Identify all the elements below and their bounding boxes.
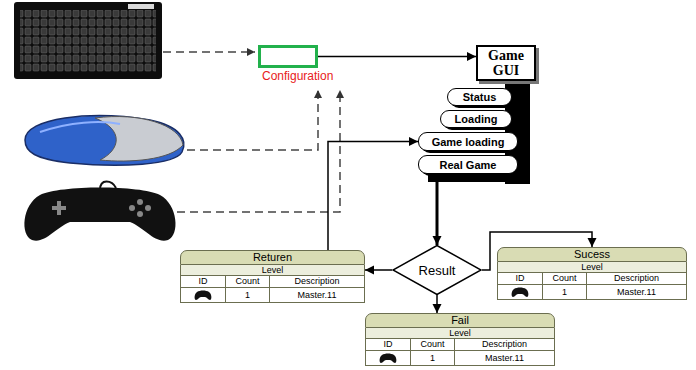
level-table: ReturenLevelIDCountDescription1Master.11 bbox=[180, 250, 365, 303]
table-title: Returen bbox=[180, 250, 365, 265]
table-subtitle: Level bbox=[497, 262, 687, 273]
stage-box: Game loading bbox=[418, 132, 518, 151]
config-label: Configuration bbox=[262, 69, 333, 83]
table-data-row: 1Master.11 bbox=[497, 285, 687, 300]
keyboard-picture bbox=[14, 2, 162, 79]
table-title: Sucess bbox=[497, 247, 687, 262]
box-label: Game loading bbox=[432, 136, 505, 148]
gamepad-picture bbox=[24, 182, 175, 241]
column-header: Description bbox=[586, 273, 686, 284]
table-data-row: 1Master.11 bbox=[365, 351, 555, 366]
flow-connector bbox=[436, 174, 439, 245]
gamepad-icon bbox=[511, 287, 529, 298]
column-header: ID bbox=[498, 273, 542, 284]
table-cell: Master.11 bbox=[269, 288, 364, 302]
table-subtitle: Level bbox=[365, 328, 555, 339]
flow-connector bbox=[436, 295, 438, 313]
column-header: ID bbox=[181, 276, 225, 287]
decision-label: Result bbox=[419, 263, 456, 278]
screen-box: Game GUI bbox=[476, 45, 536, 81]
table-cell: 1 bbox=[410, 351, 454, 365]
level-table: FailLevelIDCountDescription1Master.11 bbox=[365, 313, 555, 366]
flow-connector bbox=[328, 142, 418, 251]
column-header: ID bbox=[366, 339, 410, 350]
icon-cell bbox=[498, 285, 542, 299]
table-subtitle: Level bbox=[180, 265, 365, 276]
table-header-row: IDCountDescription bbox=[180, 276, 365, 288]
table-cell: Master.11 bbox=[586, 285, 686, 299]
decision-diamond: Result bbox=[392, 245, 482, 295]
table-header-row: IDCountDescription bbox=[365, 339, 555, 351]
table-header-row: IDCountDescription bbox=[497, 273, 687, 285]
box-label: Real Game bbox=[440, 159, 497, 171]
level-table: SucessLevelIDCountDescription1Master.11 bbox=[497, 247, 687, 300]
table-cell: 1 bbox=[542, 285, 586, 299]
column-header: Count bbox=[542, 273, 586, 284]
mouse-picture bbox=[25, 116, 184, 166]
box-label: Status bbox=[463, 91, 497, 103]
table-cell: Master.11 bbox=[454, 351, 554, 365]
flow-connector bbox=[365, 269, 392, 271]
column-header: Description bbox=[269, 276, 364, 287]
stage-box: Loading bbox=[440, 110, 512, 128]
stage-box: Real Game bbox=[418, 155, 518, 174]
flow-connector bbox=[318, 56, 476, 58]
icon-cell bbox=[181, 288, 225, 302]
input-dashed-line bbox=[163, 52, 340, 212]
column-header: Count bbox=[225, 276, 269, 287]
gamepad-icon bbox=[379, 353, 397, 364]
box-label: Game GUI bbox=[478, 48, 534, 79]
gamepad-icon bbox=[194, 290, 212, 301]
column-header: Description bbox=[454, 339, 554, 350]
box-label: Loading bbox=[455, 113, 498, 125]
table-cell: 1 bbox=[225, 288, 269, 302]
table-title: Fail bbox=[365, 313, 555, 328]
config-box: Configuration bbox=[258, 45, 318, 68]
icon-cell bbox=[366, 351, 410, 365]
column-header: Count bbox=[410, 339, 454, 350]
table-data-row: 1Master.11 bbox=[180, 288, 365, 303]
stage-box: Status bbox=[447, 88, 512, 106]
